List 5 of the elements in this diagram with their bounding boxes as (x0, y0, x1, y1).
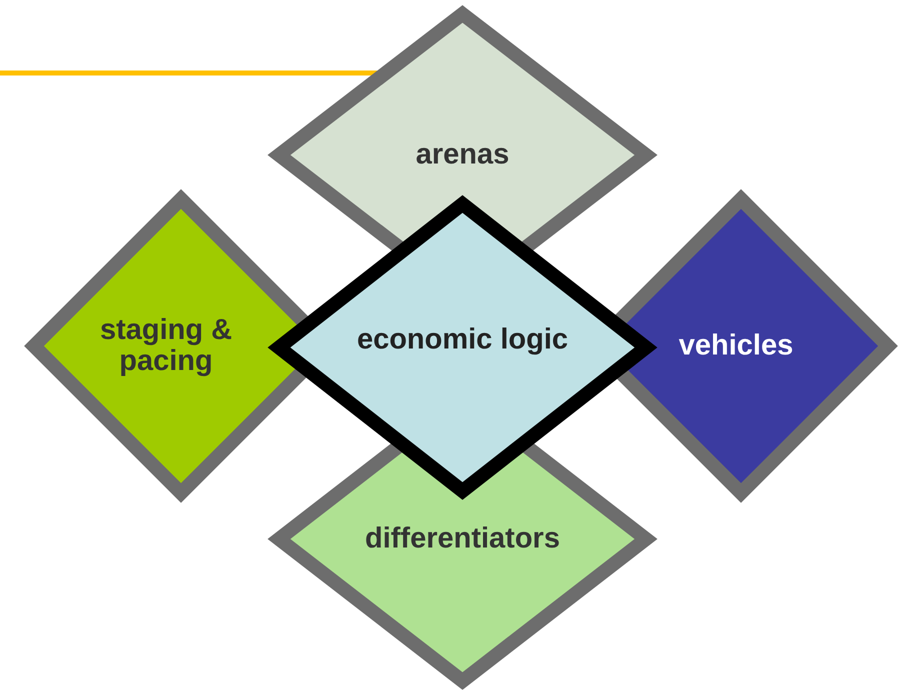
diamond-label: economic logic (356, 324, 570, 355)
diamond-label: arenas (414, 140, 510, 170)
diamond-label: differentiators (364, 524, 561, 554)
diamond-label: staging & pacing (98, 315, 234, 377)
diamond-label: vehicles (678, 330, 794, 362)
